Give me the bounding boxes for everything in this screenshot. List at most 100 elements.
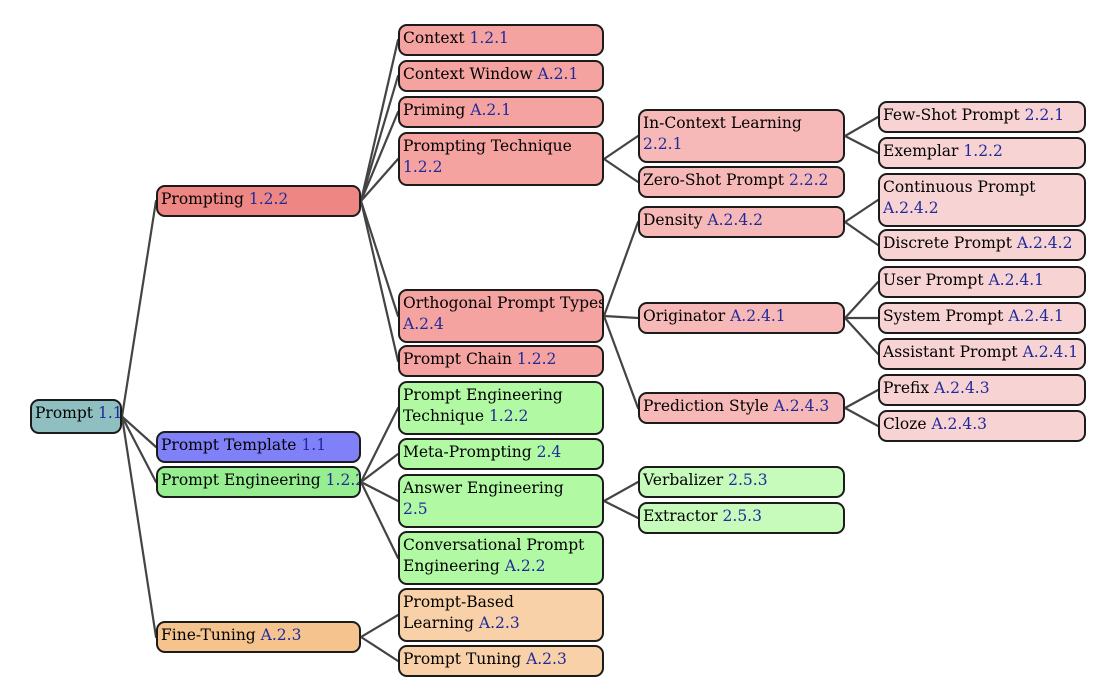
node-section-ref: 2.2.2 (788, 171, 829, 189)
edge-prompting-to-orthogonal-prompt-types (359, 199, 400, 318)
node-section-ref: 2.5 (403, 500, 428, 518)
node-section-ref: 2.5.3 (722, 507, 762, 525)
edge-prompting-technique-to-in-context-learning (602, 134, 640, 161)
edge-prediction-style-to-prefix (843, 388, 880, 410)
node-priming: Priming A.2.1 (398, 96, 604, 128)
edge-answer-engineering-to-extractor (602, 499, 640, 520)
node-label: In-Context Learning (643, 114, 802, 132)
node-label: Cloze (883, 415, 927, 433)
node-exemplar: Exemplar 1.2.2 (878, 137, 1086, 169)
node-label: Prompt (35, 404, 94, 422)
node-label: Prediction Style (643, 397, 769, 415)
edge-in-context-learning-to-few-shot-prompt (843, 115, 880, 138)
node-section-ref: A.2.4.3 (931, 415, 987, 433)
node-label: Verbalizer (643, 471, 724, 489)
node-label: Continuous Prompt (883, 178, 1036, 196)
node-section-ref: A.2.4.2 (1016, 234, 1073, 252)
node-prefix: Prefix A.2.4.3 (878, 374, 1086, 406)
edge-prompt-engineering-to-conversational-prompt-engineering (359, 480, 400, 560)
node-assistant-prompt: Assistant Prompt A.2.4.1 (878, 338, 1086, 370)
node-user-prompt: User Prompt A.2.4.1 (878, 266, 1086, 298)
node-label: Extractor (643, 507, 718, 525)
node-system-prompt: System Prompt A.2.4.1 (878, 302, 1086, 334)
node-section-ref: A.2.1 (537, 65, 579, 83)
node-section-ref: 1.2.2 (516, 350, 557, 368)
node-label: Zero-Shot Prompt (643, 171, 785, 189)
node-section-ref: 1.2.2 (488, 407, 529, 425)
node-section-ref: A.2.4.3 (773, 397, 830, 415)
node-section-ref: A.2.4.2 (883, 199, 939, 217)
node-section-ref: 2.4 (536, 443, 562, 461)
edge-originator-to-user-prompt (843, 280, 880, 320)
edge-prediction-style-to-cloze (843, 406, 880, 428)
edge-originator-to-assistant-prompt (843, 316, 880, 356)
edge-answer-engineering-to-verbalizer (602, 480, 640, 503)
node-label: Prompt Engineering (161, 471, 321, 489)
node-label: Originator (643, 307, 726, 325)
edge-prompt-to-prompting (120, 199, 158, 418)
node-section-ref: A.2.3 (478, 614, 520, 632)
edge-prompting-technique-to-zero-shot-prompt (602, 157, 640, 184)
node-prompt-engineering: Prompt Engineering 1.2.2 (156, 466, 361, 498)
node-section-ref: A.2.4 (403, 315, 444, 333)
node-few-shot-prompt: Few-Shot Prompt 2.2.1 (878, 101, 1086, 133)
node-prediction-style: Prediction Style A.2.4.3 (638, 392, 845, 424)
edge-prompting-to-priming (359, 110, 400, 203)
node-section-ref: A.2.3 (260, 626, 302, 644)
edge-prompting-to-prompt-chain (359, 199, 400, 363)
node-label: Few-Shot Prompt (883, 106, 1020, 124)
node-cloze: Cloze A.2.4.3 (878, 410, 1086, 442)
node-context: Context 1.2.1 (398, 24, 604, 56)
node-section-ref: 1.1 (301, 436, 327, 454)
node-section-ref: 2.2.1 (643, 135, 683, 153)
node-label: Prompt Chain (403, 350, 512, 368)
node-discrete-prompt: Discrete Prompt A.2.4.2 (878, 229, 1086, 261)
node-section-ref: A.2.4.1 (1022, 343, 1079, 361)
node-prompt-chain: Prompt Chain 1.2.2 (398, 345, 604, 377)
edge-density-to-discrete-prompt (843, 220, 880, 247)
edge-prompt-to-prompt-engineering (120, 415, 158, 484)
node-section-ref: A.2.4.1 (988, 271, 1045, 289)
edge-orthogonal-prompt-types-to-prediction-style (602, 314, 640, 410)
edge-prompting-to-context (359, 38, 400, 203)
edge-prompting-to-context-window (359, 74, 400, 203)
node-section-ref: A.2.4.2 (707, 211, 763, 229)
node-label: Prompt Template (161, 436, 297, 454)
node-section-ref: A.2.2 (504, 557, 546, 575)
node-label: Context Window (403, 65, 533, 83)
node-section-ref: 1.2.2 (403, 158, 443, 176)
node-section-ref: 2.2.1 (1024, 106, 1065, 124)
node-section-ref: A.2.1 (470, 101, 512, 119)
edge-prompt-to-prompt-template (120, 415, 158, 449)
node-label: Prefix (883, 379, 930, 397)
edge-prompt-engineering-to-meta-prompting (359, 452, 400, 484)
node-section-ref: 1.2.2 (963, 142, 1003, 160)
node-label: Priming (403, 101, 466, 119)
node-section-ref: 1.1 (97, 404, 122, 422)
edge-orthogonal-prompt-types-to-originator (602, 314, 640, 320)
node-meta-prompting: Meta-Prompting 2.4 (398, 438, 604, 470)
node-label: System Prompt (883, 307, 1004, 325)
edge-fine-tuning-to-prompt-based-learning (359, 613, 400, 639)
node-label: Prompting (161, 190, 244, 208)
edge-prompt-engineering-to-answer-engineering (359, 480, 400, 503)
node-label: Prompt Tuning (403, 650, 522, 668)
node-label: User Prompt (883, 271, 984, 289)
node-verbalizer: Verbalizer 2.5.3 (638, 466, 845, 498)
node-prompt: Prompt 1.1 (30, 399, 122, 434)
node-prompt-tuning: Prompt Tuning A.2.3 (398, 645, 604, 677)
node-density: Density A.2.4.2 (638, 206, 845, 238)
edge-density-to-continuous-prompt (843, 198, 880, 224)
node-label: Assistant Prompt (883, 343, 1018, 361)
node-label: Orthogonal Prompt Types (403, 294, 604, 312)
edge-prompting-to-prompting-technique (359, 157, 400, 203)
node-label: Context (403, 29, 465, 47)
node-section-ref: 2.5.3 (728, 471, 768, 489)
